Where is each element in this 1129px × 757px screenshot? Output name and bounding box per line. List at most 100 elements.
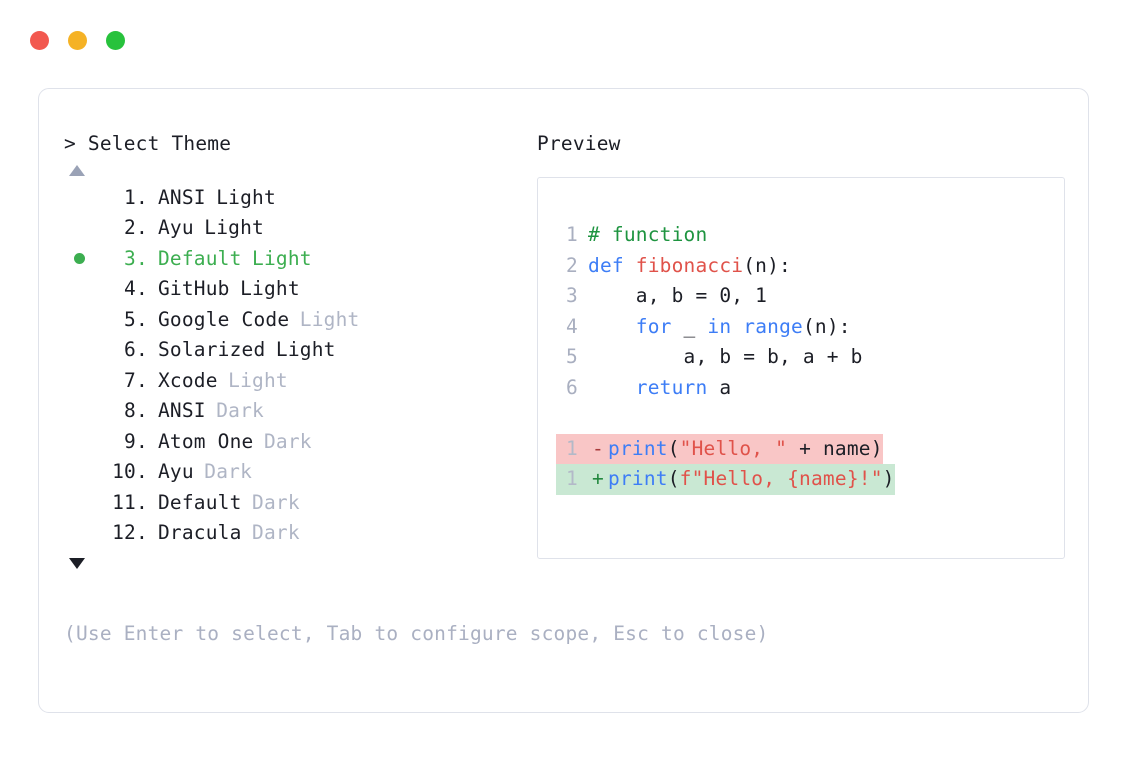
- theme-list-item[interactable]: 8. ANSI Dark: [64, 396, 524, 427]
- theme-item-index: 8: [124, 399, 136, 423]
- selected-bullet-icon: [73, 252, 85, 264]
- preview-heading: Preview: [537, 132, 621, 155]
- code-token-plain: _: [671, 314, 708, 338]
- code-token-keyword: for: [635, 314, 672, 338]
- theme-item-variant: Light: [240, 277, 300, 301]
- theme-item-variant: Dark: [252, 521, 300, 545]
- theme-list-item[interactable]: 4. GitHub Light: [64, 274, 524, 305]
- theme-item-index: 9: [124, 429, 136, 453]
- diff-line-number: 1: [566, 436, 578, 460]
- code-token-plain: a: [707, 375, 732, 399]
- theme-item-variant: Light: [216, 185, 276, 209]
- code-token-plain: (: [667, 467, 680, 490]
- theme-item-name: Ayu: [157, 460, 194, 484]
- maximize-dot[interactable]: [106, 31, 125, 50]
- code-line: 4 for _ in range(n):: [556, 312, 895, 343]
- diff-sign: +: [592, 467, 604, 490]
- diff-line-number: 1: [566, 467, 578, 490]
- close-dot[interactable]: [30, 31, 49, 50]
- code-line: 3 a, b = 0, 1: [556, 281, 895, 312]
- theme-item-index-dot: .: [136, 338, 148, 362]
- theme-list-item[interactable]: 9. Atom One Dark: [64, 426, 524, 457]
- code-token-func: fibonacci: [635, 253, 744, 277]
- code-line: 5 a, b = b, a + b: [556, 342, 895, 373]
- code-line-number: 5: [566, 345, 578, 368]
- theme-item-name: Xcode: [157, 368, 218, 392]
- theme-item-index-dot: .: [136, 368, 148, 392]
- code-line-number: 2: [566, 253, 578, 277]
- code-token-plain: (: [667, 436, 680, 460]
- theme-item-index: 2: [124, 216, 136, 240]
- prompt-heading: > Select Theme: [64, 132, 232, 155]
- theme-item-index-dot: .: [136, 460, 148, 484]
- code-token-plain: + name): [787, 436, 883, 460]
- diff-line-text: print("Hello, " + name): [608, 434, 883, 465]
- theme-item-variant: Light: [299, 307, 360, 331]
- theme-item-name: Solarized: [157, 338, 266, 362]
- theme-item-index-dot: .: [136, 490, 148, 514]
- theme-item-name: ANSI: [157, 399, 206, 423]
- code-token-keyword: def: [588, 253, 636, 277]
- preview-column: Preview: [537, 131, 1067, 157]
- theme-item-index: 10: [112, 460, 136, 484]
- code-token-plain: (n):: [802, 314, 851, 338]
- diff-block: 1-print("Hello, " + name)1 +print(f"Hello…: [556, 433, 895, 495]
- diff-row: 1 +print(f"Hello, {name}!"): [556, 464, 895, 495]
- theme-item-index: 12: [112, 521, 136, 545]
- theme-item-variant: Light: [275, 338, 336, 362]
- theme-item-name: Default: [157, 246, 242, 270]
- theme-item-index: 7: [124, 368, 136, 392]
- theme-item-index: 4: [124, 277, 136, 301]
- code-line-number: 6: [566, 375, 578, 399]
- window-controls: [30, 31, 125, 50]
- diff-line-text: print(f"Hello, {name}!"): [608, 464, 895, 495]
- theme-list-item[interactable]: 3. Default Light: [64, 243, 524, 274]
- theme-item-variant: Light: [204, 216, 264, 240]
- theme-item-index: 11: [112, 490, 136, 514]
- code-line: 1# function: [556, 220, 895, 251]
- minimize-dot[interactable]: [68, 31, 87, 50]
- theme-item-index-dot: .: [136, 429, 148, 453]
- theme-item-index: 1: [124, 185, 136, 209]
- code-token-builtin: print: [608, 436, 668, 460]
- theme-item-name: GitHub: [157, 277, 230, 301]
- code-token-comment: # function: [588, 223, 708, 246]
- code-token-plain: (n):: [743, 253, 791, 277]
- code-line-text: return a: [588, 373, 731, 404]
- theme-item-index-dot: .: [136, 399, 148, 423]
- theme-item-name: Dracula: [157, 521, 242, 545]
- theme-item-variant: Light: [252, 246, 312, 270]
- scroll-down-arrow[interactable]: [69, 558, 85, 569]
- theme-item-variant: Dark: [263, 429, 312, 453]
- code-line-text: a, b = b, a + b: [588, 342, 863, 373]
- theme-item-variant: Dark: [216, 399, 264, 423]
- theme-item-index-dot: .: [136, 277, 148, 301]
- theme-item-index: 3: [124, 246, 136, 270]
- code-token-plain: ): [882, 467, 895, 490]
- theme-item-index-dot: .: [136, 246, 148, 270]
- theme-item-index-dot: .: [136, 216, 148, 240]
- theme-item-name: Atom One: [157, 429, 254, 453]
- code-line-text: for _ in range(n):: [588, 312, 851, 343]
- diff-row: 1-print("Hello, " + name): [556, 433, 895, 465]
- code-token-builtin: print: [608, 467, 668, 490]
- code-token-string: "Hello, ": [679, 436, 788, 460]
- theme-item-index-dot: .: [136, 185, 148, 209]
- diff-line-added: 1 +print(f"Hello, {name}!"): [556, 464, 895, 495]
- code-token-keyword: return: [635, 375, 708, 399]
- theme-item-variant: Dark: [252, 490, 300, 514]
- scroll-up-arrow[interactable]: [69, 165, 85, 176]
